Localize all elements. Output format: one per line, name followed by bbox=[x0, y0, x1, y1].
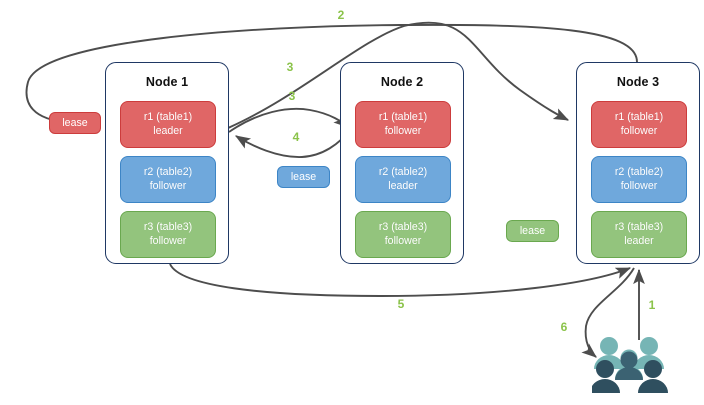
replica-name: r2 (table2) bbox=[378, 166, 428, 178]
edge-step-3-lower bbox=[228, 107, 349, 133]
step-label-6: 6 bbox=[560, 320, 568, 334]
step-label-4: 4 bbox=[292, 130, 300, 144]
lease-box-table3[interactable]: lease bbox=[506, 220, 559, 242]
replica-name: r3 (table3) bbox=[143, 221, 193, 233]
replica-node3-r1[interactable]: r1 (table1) follower bbox=[591, 101, 687, 148]
replica-role: follower bbox=[384, 124, 422, 137]
node-box-node1[interactable]: Node 1 r1 (table1) leader r2 (table2) fo… bbox=[105, 62, 229, 264]
lease-box-table2[interactable]: lease bbox=[277, 166, 330, 188]
lease-label: lease bbox=[290, 171, 317, 183]
step-label-3b: 3 bbox=[288, 89, 296, 103]
step-label-3a: 3 bbox=[286, 60, 294, 74]
step-label-5: 5 bbox=[397, 297, 405, 311]
node-title: Node 2 bbox=[380, 75, 424, 89]
node-title: Node 3 bbox=[616, 75, 660, 89]
replica-role: leader bbox=[153, 124, 183, 137]
replica-name: r2 (table2) bbox=[143, 166, 193, 178]
node-title: Node 1 bbox=[145, 75, 189, 89]
replica-role: leader bbox=[624, 234, 654, 247]
replica-name: r1 (table1) bbox=[143, 111, 193, 123]
replica-name: r1 (table1) bbox=[378, 111, 428, 123]
replica-role: follower bbox=[620, 179, 658, 192]
replica-role: leader bbox=[388, 179, 418, 192]
replica-node3-r3[interactable]: r3 (table3) leader bbox=[591, 211, 687, 258]
node-box-node2[interactable]: Node 2 r1 (table1) follower r2 (table2) … bbox=[340, 62, 464, 264]
step-label-2: 2 bbox=[337, 8, 345, 22]
step-label-1: 1 bbox=[648, 298, 656, 312]
node-box-node3[interactable]: Node 3 r1 (table1) follower r2 (table2) … bbox=[576, 62, 700, 264]
replica-name: r3 (table3) bbox=[614, 221, 664, 233]
replica-name: r1 (table1) bbox=[614, 111, 664, 123]
replica-role: follower bbox=[149, 234, 187, 247]
lease-box-table1[interactable]: lease bbox=[49, 112, 101, 134]
replica-node1-r1[interactable]: r1 (table1) leader bbox=[120, 101, 216, 148]
replica-node3-r2[interactable]: r2 (table2) follower bbox=[591, 156, 687, 203]
replica-node1-r3[interactable]: r3 (table3) follower bbox=[120, 211, 216, 258]
replica-role: follower bbox=[384, 234, 422, 247]
replica-name: r3 (table3) bbox=[378, 221, 428, 233]
lease-label: lease bbox=[62, 117, 88, 129]
edge-step-5 bbox=[169, 263, 632, 297]
replica-name: r2 (table2) bbox=[614, 166, 664, 178]
users-icon bbox=[592, 337, 668, 393]
lease-label: lease bbox=[519, 225, 546, 237]
replica-node2-r3[interactable]: r3 (table3) follower bbox=[355, 211, 451, 258]
replica-node2-r1[interactable]: r1 (table1) follower bbox=[355, 101, 451, 148]
replica-role: follower bbox=[620, 124, 658, 137]
replica-role: follower bbox=[149, 179, 187, 192]
replica-node1-r2[interactable]: r2 (table2) follower bbox=[120, 156, 216, 203]
replica-node2-r2[interactable]: r2 (table2) leader bbox=[355, 156, 451, 203]
